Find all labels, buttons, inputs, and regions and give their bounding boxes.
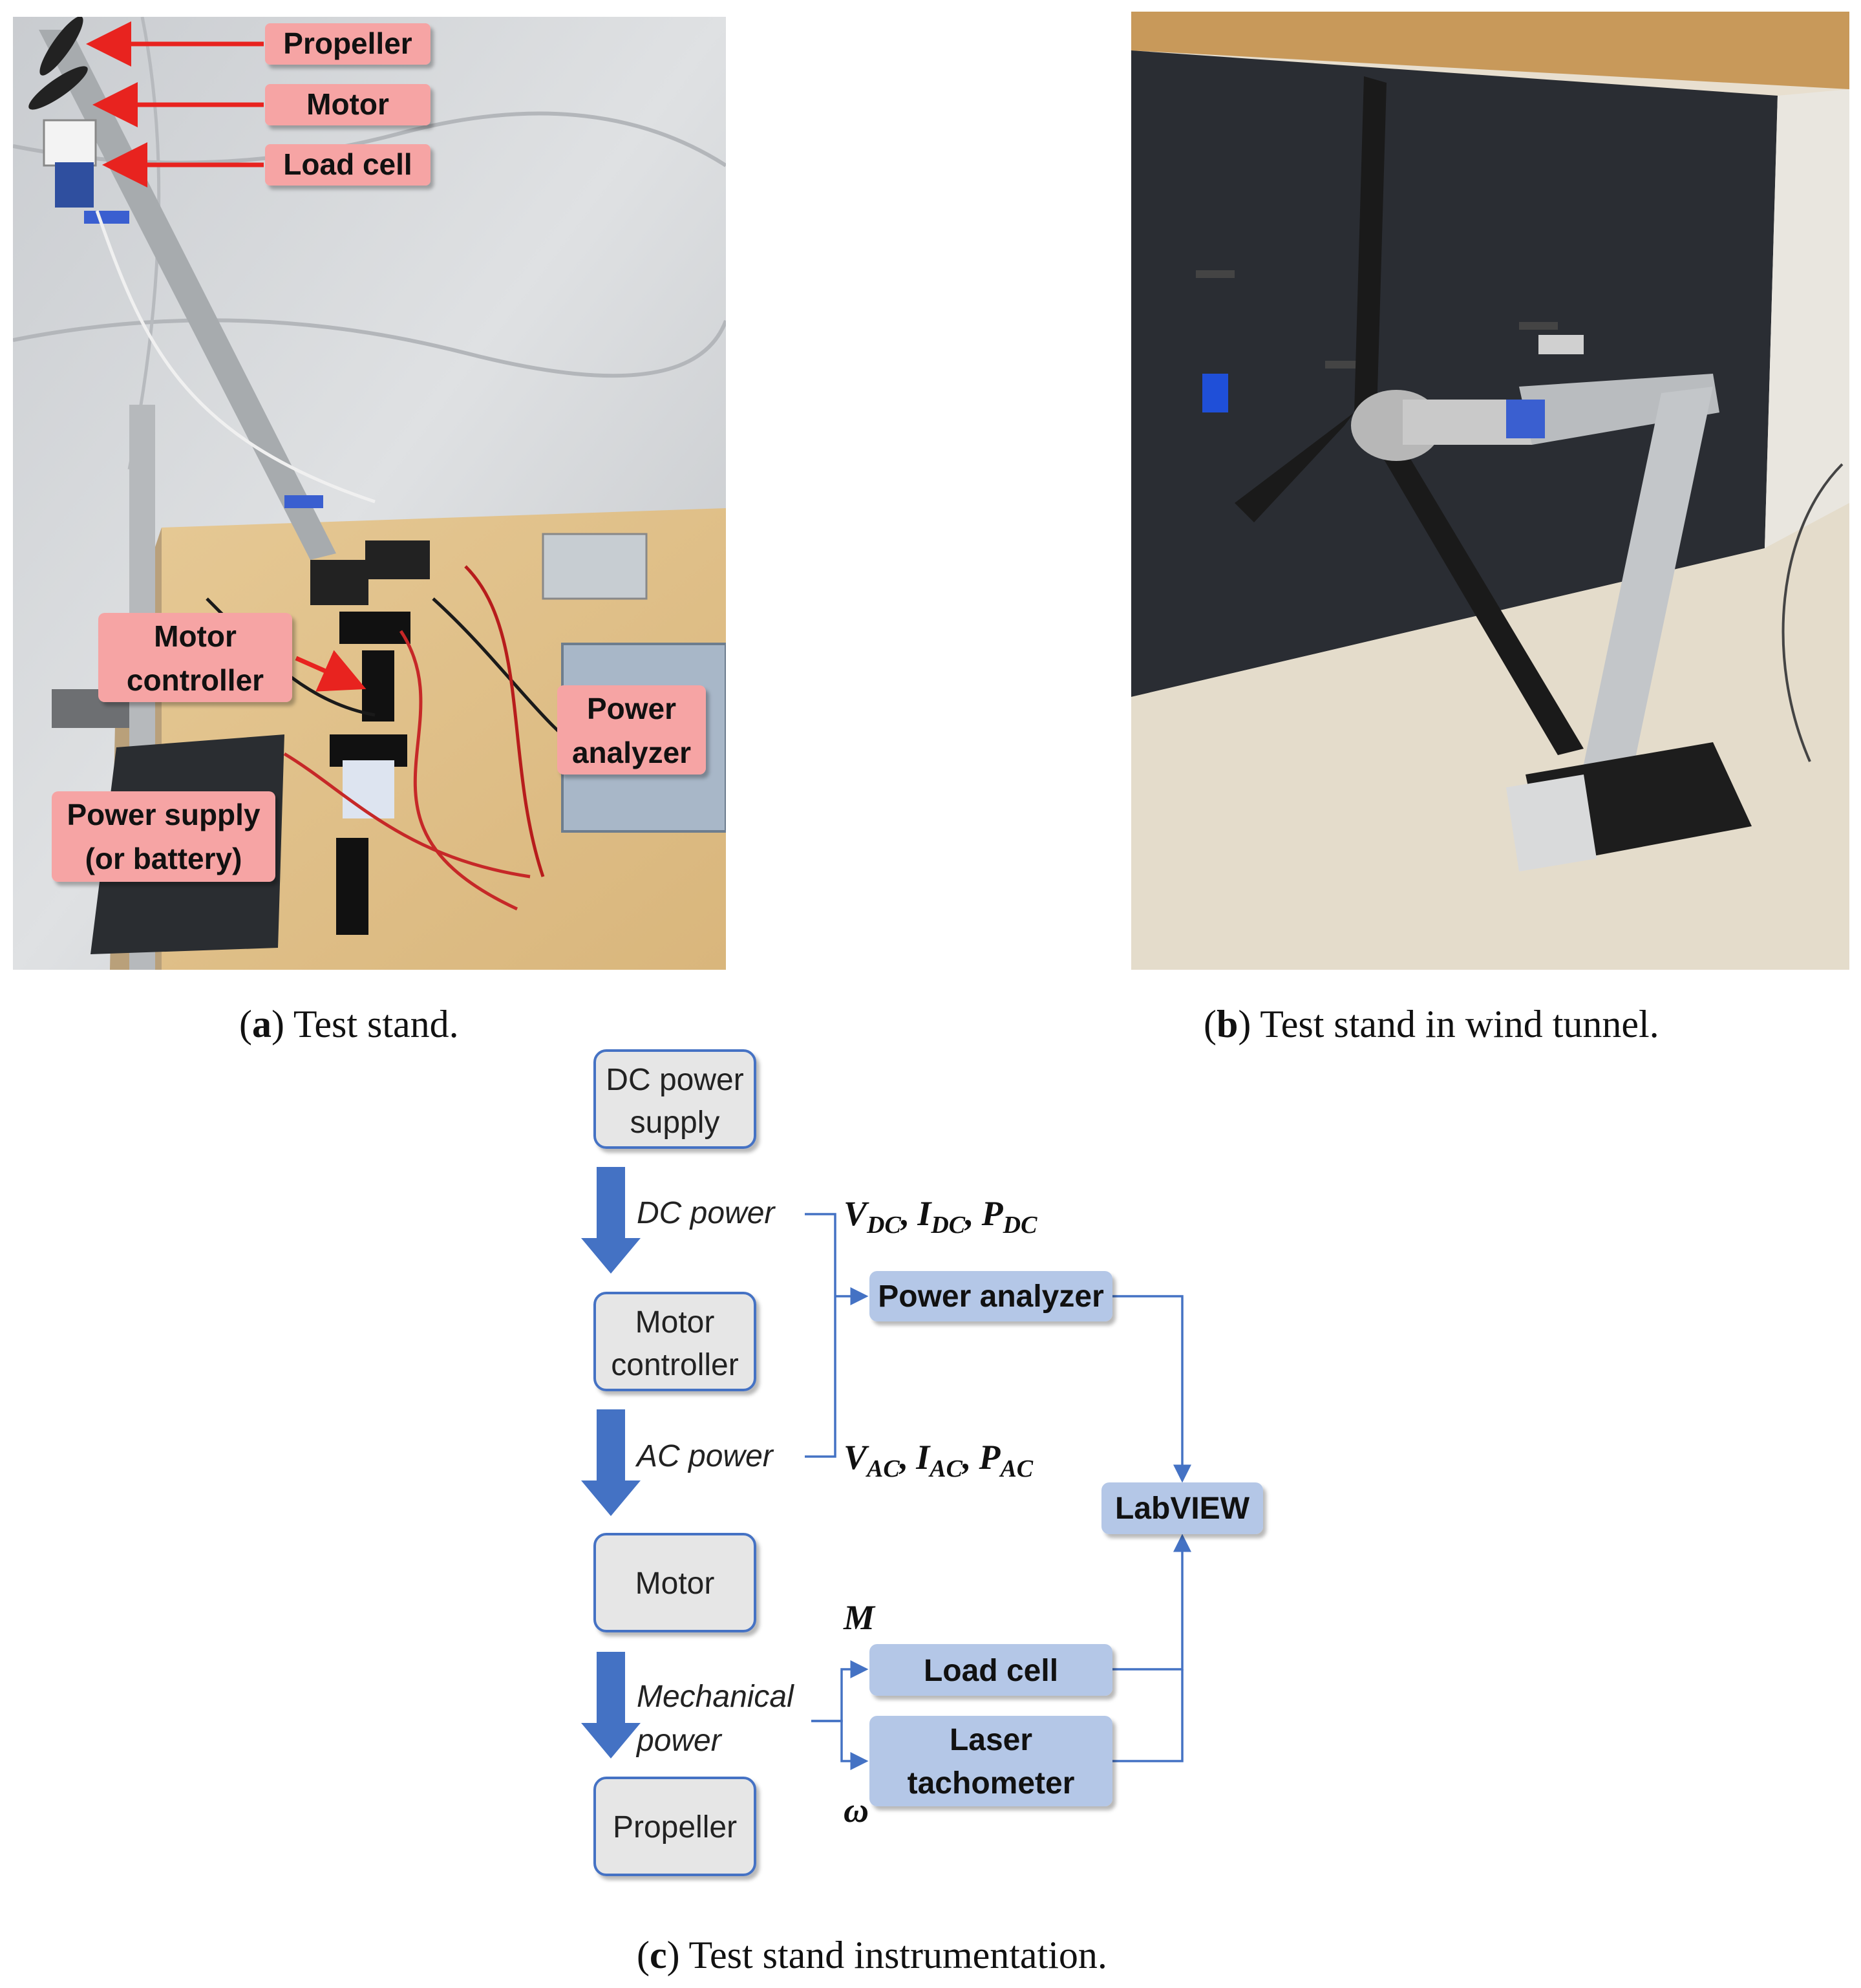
analyzer-to-labview-arrow bbox=[1112, 1295, 1191, 1483]
caption-c: (c) Test stand instrumentation. bbox=[637, 1934, 1107, 1976]
labview-box bbox=[1101, 1482, 1263, 1534]
motor-controller-box-label-line1: Motor bbox=[635, 1305, 715, 1340]
load-cell-box bbox=[869, 1644, 1112, 1696]
motor-label-box bbox=[265, 84, 431, 125]
power-supply-label-line1: Power supply bbox=[67, 798, 260, 831]
motor-label: Motor bbox=[306, 87, 389, 121]
ac-quantities: VAC,IAC,PAC bbox=[844, 1438, 1034, 1482]
load-cell-label: Load cell bbox=[283, 147, 412, 181]
mechanical-power-flow-arrow bbox=[581, 1652, 641, 1758]
flow-diagram: DC power supply Motor controller Motor P… bbox=[581, 1049, 1263, 1876]
load-cell-box-label: Load cell bbox=[924, 1654, 1058, 1688]
propeller-box-label: Propeller bbox=[613, 1810, 737, 1844]
labview-box-label: LabVIEW bbox=[1115, 1491, 1250, 1526]
dc-power-supply-box bbox=[593, 1049, 756, 1149]
dc-quantities: VDC,IDC,PDC bbox=[844, 1194, 1037, 1239]
laser-tachometer-box-label-line1: Laser bbox=[950, 1723, 1032, 1757]
laser-tachometer-box-label-line2: tachometer bbox=[908, 1766, 1075, 1801]
dc-power-supply-label-line2: supply bbox=[630, 1106, 720, 1140]
motor-box bbox=[593, 1533, 756, 1632]
dc-power-flow-arrow bbox=[581, 1167, 641, 1274]
wind-tunnel-photo bbox=[1131, 12, 1849, 970]
propeller-label: Propeller bbox=[283, 27, 412, 60]
power-analyzer-label-box bbox=[557, 685, 706, 775]
motor-controller-box bbox=[593, 1292, 756, 1391]
caption-b: (b) Test stand in wind tunnel. bbox=[1204, 1003, 1659, 1045]
power-analyzer-box-label: Power analyzer bbox=[878, 1279, 1104, 1314]
mechanical-power-flow-label-line2: power bbox=[635, 1724, 723, 1758]
ac-power-flow-arrow bbox=[581, 1409, 641, 1516]
motor-controller-label-box bbox=[98, 613, 292, 702]
to-load-cell-arrow bbox=[811, 1660, 869, 1722]
load-cell-label-box bbox=[265, 144, 431, 186]
power-supply-label-box bbox=[52, 791, 275, 882]
motor-controller-label-line1: Motor bbox=[154, 619, 237, 653]
propeller-box bbox=[593, 1777, 756, 1876]
to-tachometer-arrow bbox=[811, 1720, 869, 1770]
moment-symbol: M bbox=[843, 1598, 876, 1637]
mechanical-power-flow-label-line1: Mechanical bbox=[637, 1680, 794, 1714]
ac-power-flow-label: AC power bbox=[635, 1439, 774, 1473]
caption-a: (a) Test stand. bbox=[239, 1003, 459, 1045]
tachometer-to-labview-line bbox=[1112, 1669, 1184, 1762]
panel-a-labels: Propeller Motor Load cell Motor controll… bbox=[52, 21, 706, 882]
voltage-current-bracket bbox=[805, 1213, 836, 1458]
load-cell-to-labview-arrow bbox=[1112, 1534, 1191, 1671]
dc-power-flow-label: DC power bbox=[637, 1196, 776, 1230]
motor-controller-pointer bbox=[295, 650, 367, 692]
power-analyzer-label-line1: Power bbox=[587, 692, 676, 725]
power-analyzer-label-line2: analyzer bbox=[572, 736, 691, 769]
motor-controller-label-line2: controller bbox=[127, 663, 264, 697]
dc-power-supply-label-line1: DC power bbox=[606, 1063, 743, 1097]
power-analyzer-box bbox=[869, 1271, 1112, 1321]
motor-box-label: Motor bbox=[635, 1566, 715, 1601]
laser-tachometer-box bbox=[869, 1716, 1112, 1806]
propeller-label-box bbox=[265, 23, 431, 65]
omega-symbol: ω bbox=[844, 1791, 869, 1830]
motor-controller-box-label-line2: controller bbox=[611, 1348, 738, 1382]
power-supply-label-line2: (or battery) bbox=[85, 842, 242, 875]
